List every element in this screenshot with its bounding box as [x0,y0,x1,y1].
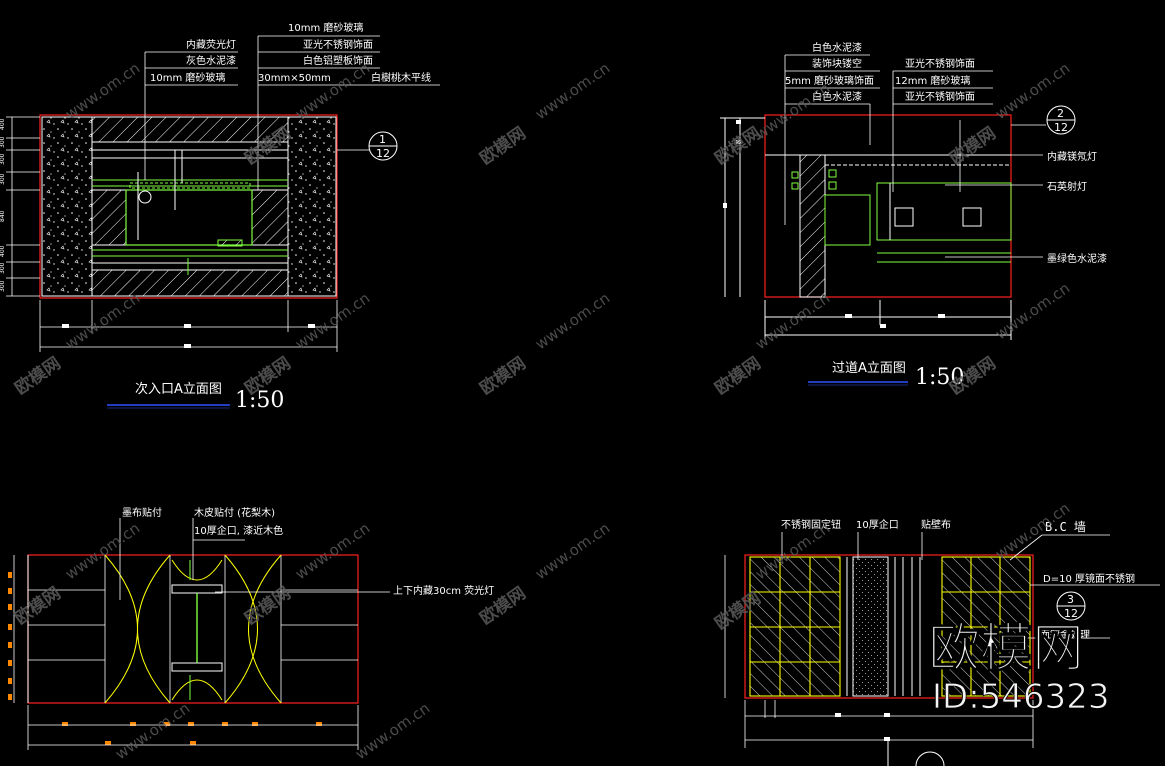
svg-text:www.om.cn: www.om.cn [62,519,143,583]
elevation-d-fabric-panel [852,556,889,697]
elevation-d-bottom-mark [887,740,945,766]
elevation-b-side-note-2: 石英射灯 [1047,180,1087,193]
svg-text:www.om.cn: www.om.cn [292,59,373,123]
elevation-d-frame [744,554,1034,699]
svg-text:1: 1 [379,133,386,146]
elevation-c-markers [8,572,322,745]
elevation-b-green-panel [824,194,871,246]
svg-text:欧模网: 欧模网 [11,353,65,399]
elevation-a-note-2: 内藏荧光灯 [186,38,236,51]
svg-text:www.om.cn: www.om.cn [532,59,613,123]
elevation-c-note-3: 10厚企口, 漆近木色 [194,524,283,537]
svg-text:12: 12 [1064,607,1078,620]
elevation-a-note-7: 30mm×50mm [258,73,331,84]
elevation-a-section-mark: 1 12 [368,131,398,161]
elevation-c-note-4: 上下内藏30cm 荧光灯 [393,584,494,597]
elevation-c-leaders [119,518,390,600]
svg-text:www.om.cn: www.om.cn [532,519,613,583]
elevation-b-side-note-3: 墨绿色水泥漆 [1047,252,1107,265]
svg-text:400: 400 [0,245,6,257]
elevation-c-note-1: 墨布贴付 [122,506,162,519]
svg-text:欧模网: 欧模网 [711,353,765,399]
svg-text:www.om.cn: www.om.cn [752,289,833,353]
elevation-a-bottom-hatch [91,269,289,297]
elevation-b-leaders [784,54,1046,258]
elevation-a-note-4: 灰色水泥漆 [186,54,236,67]
elevation-a-left-stone [41,116,93,297]
brand-logo: 欧模网 ID:546323 [928,619,1110,718]
elevation-d-leaders [781,532,1160,639]
svg-text:300: 300 [0,153,6,165]
svg-text:www.om.cn: www.om.cn [532,289,613,353]
elevation-d-note-4: B.C 墙 [1045,520,1086,534]
elevation-b-side-note-1: 内藏镁氖灯 [1047,150,1097,163]
elevation-b-title: 过道A立面图 [832,361,906,376]
elevation-a-note-8: 白樹桃木平线 [371,71,431,84]
elevation-b-green-frame [876,182,1012,241]
elevation-b-note-6: 12mm 磨砂玻璃 [895,74,970,87]
elevation-b-note-5: 亚光不锈钢饰面 [905,57,975,70]
elevation-a-left-hatch [91,189,127,246]
watermark-brand-layer: 欧模网 欧模网 欧模网 欧模网 欧模网 欧模网 欧模网 欧模网 欧模网 欧模网 … [11,123,1000,634]
elevation-a-green-frame [125,189,253,246]
elevation-b-scale: 1:50 [915,365,964,390]
elevation-a-note-5: 白色铝塑板饰面 [303,54,373,67]
elevation-a-frame [39,114,338,299]
elevation-a-right-stone [287,116,337,297]
svg-text:欧模网: 欧模网 [241,583,295,629]
elevation-a-left-dims [6,116,40,297]
elevation-a: 400 300 300 300 840 400 300 300 [0,21,440,413]
elevation-b-note-7: 亚光不锈钢饰面 [905,90,975,103]
elevation-a-note-6: 10mm 磨砂玻璃 [150,71,225,84]
elevation-b-wall-hatch [799,154,826,298]
elevation-b-note-2: 装饰块镂空 [812,57,862,70]
elevation-b-section-mark: 2 12 [1046,105,1076,135]
elevation-a-leaders [144,35,440,190]
svg-text:2: 2 [1057,107,1064,120]
elevation-a-scale: 1:50 [235,388,284,413]
brand-logo-text: 欧模网 [928,619,1084,679]
svg-text:400: 400 [0,118,6,130]
elevation-a-note-3: 亚光不锈钢饰面 [303,38,373,51]
svg-text:12: 12 [376,147,390,160]
elevation-c: 墨布贴付 木皮贴付 (花梨木) 10厚企口, 漆近木色 上下内藏30cm 荧光灯 [8,506,494,750]
svg-text:欧模网: 欧模网 [476,123,530,169]
svg-text:www.om.cn: www.om.cn [112,699,193,763]
svg-text:www.om.cn: www.om.cn [992,279,1073,343]
svg-text:欧模网: 欧模网 [946,123,1000,169]
svg-text:www.om.cn: www.om.cn [292,519,373,583]
elevation-b-note-1: 白色水泥漆 [812,41,862,54]
elevation-d-note-6: 面镀金处理 [1040,628,1090,641]
elevation-d-note-1: 不锈钢固定钮 [781,518,841,531]
elevation-b-note-3: 5mm 磨砂玻璃饰面 [785,74,874,87]
elevation-a-right-hatch [251,189,289,246]
svg-text:www.om.cn: www.om.cn [752,79,833,143]
svg-text:12: 12 [1054,121,1068,134]
elevation-a-note-1: 10mm 磨砂玻璃 [288,21,363,34]
svg-text:欧模网: 欧模网 [711,123,765,169]
elevation-b: 白色水泥漆 装饰块镂空 5mm 磨砂玻璃饰面 白色水泥漆 亚光不锈钢饰面 12m… [720,41,1107,390]
brand-logo-id: ID:546323 [932,677,1109,717]
svg-text:www.om.cn: www.om.cn [62,59,143,123]
svg-text:300: 300 [0,173,6,185]
elevation-d-section-mark: 3 12 [1056,591,1086,621]
elevation-a-title: 次入口A立面图 [135,381,222,397]
elevation-d-note-5: D=10 厚镜面不锈钢 [1043,572,1135,585]
svg-text:300: 300 [0,280,6,292]
elevation-d-note-3: 贴壁布 [921,518,951,531]
svg-text:300: 300 [0,136,6,148]
elevation-c-note-2: 木皮贴付 (花梨木) [194,506,275,519]
elevation-c-arcs [104,554,282,704]
elevation-d: 不锈钢固定钮 10厚企口 贴壁布 B.C 墙 D=10 厚镜面不锈钢 面镀金处理… [724,518,1160,766]
svg-text:欧模网: 欧模网 [476,353,530,399]
svg-text:www.om.cn: www.om.cn [352,699,433,763]
elevation-b-note-4: 白色水泥漆 [812,90,862,103]
svg-text:3: 3 [1067,593,1074,606]
svg-text:840: 840 [0,210,6,222]
elevation-a-top-hatch [91,116,289,143]
svg-text:300: 300 [0,262,6,274]
elevation-d-note-2: 10厚企口 [856,518,899,531]
